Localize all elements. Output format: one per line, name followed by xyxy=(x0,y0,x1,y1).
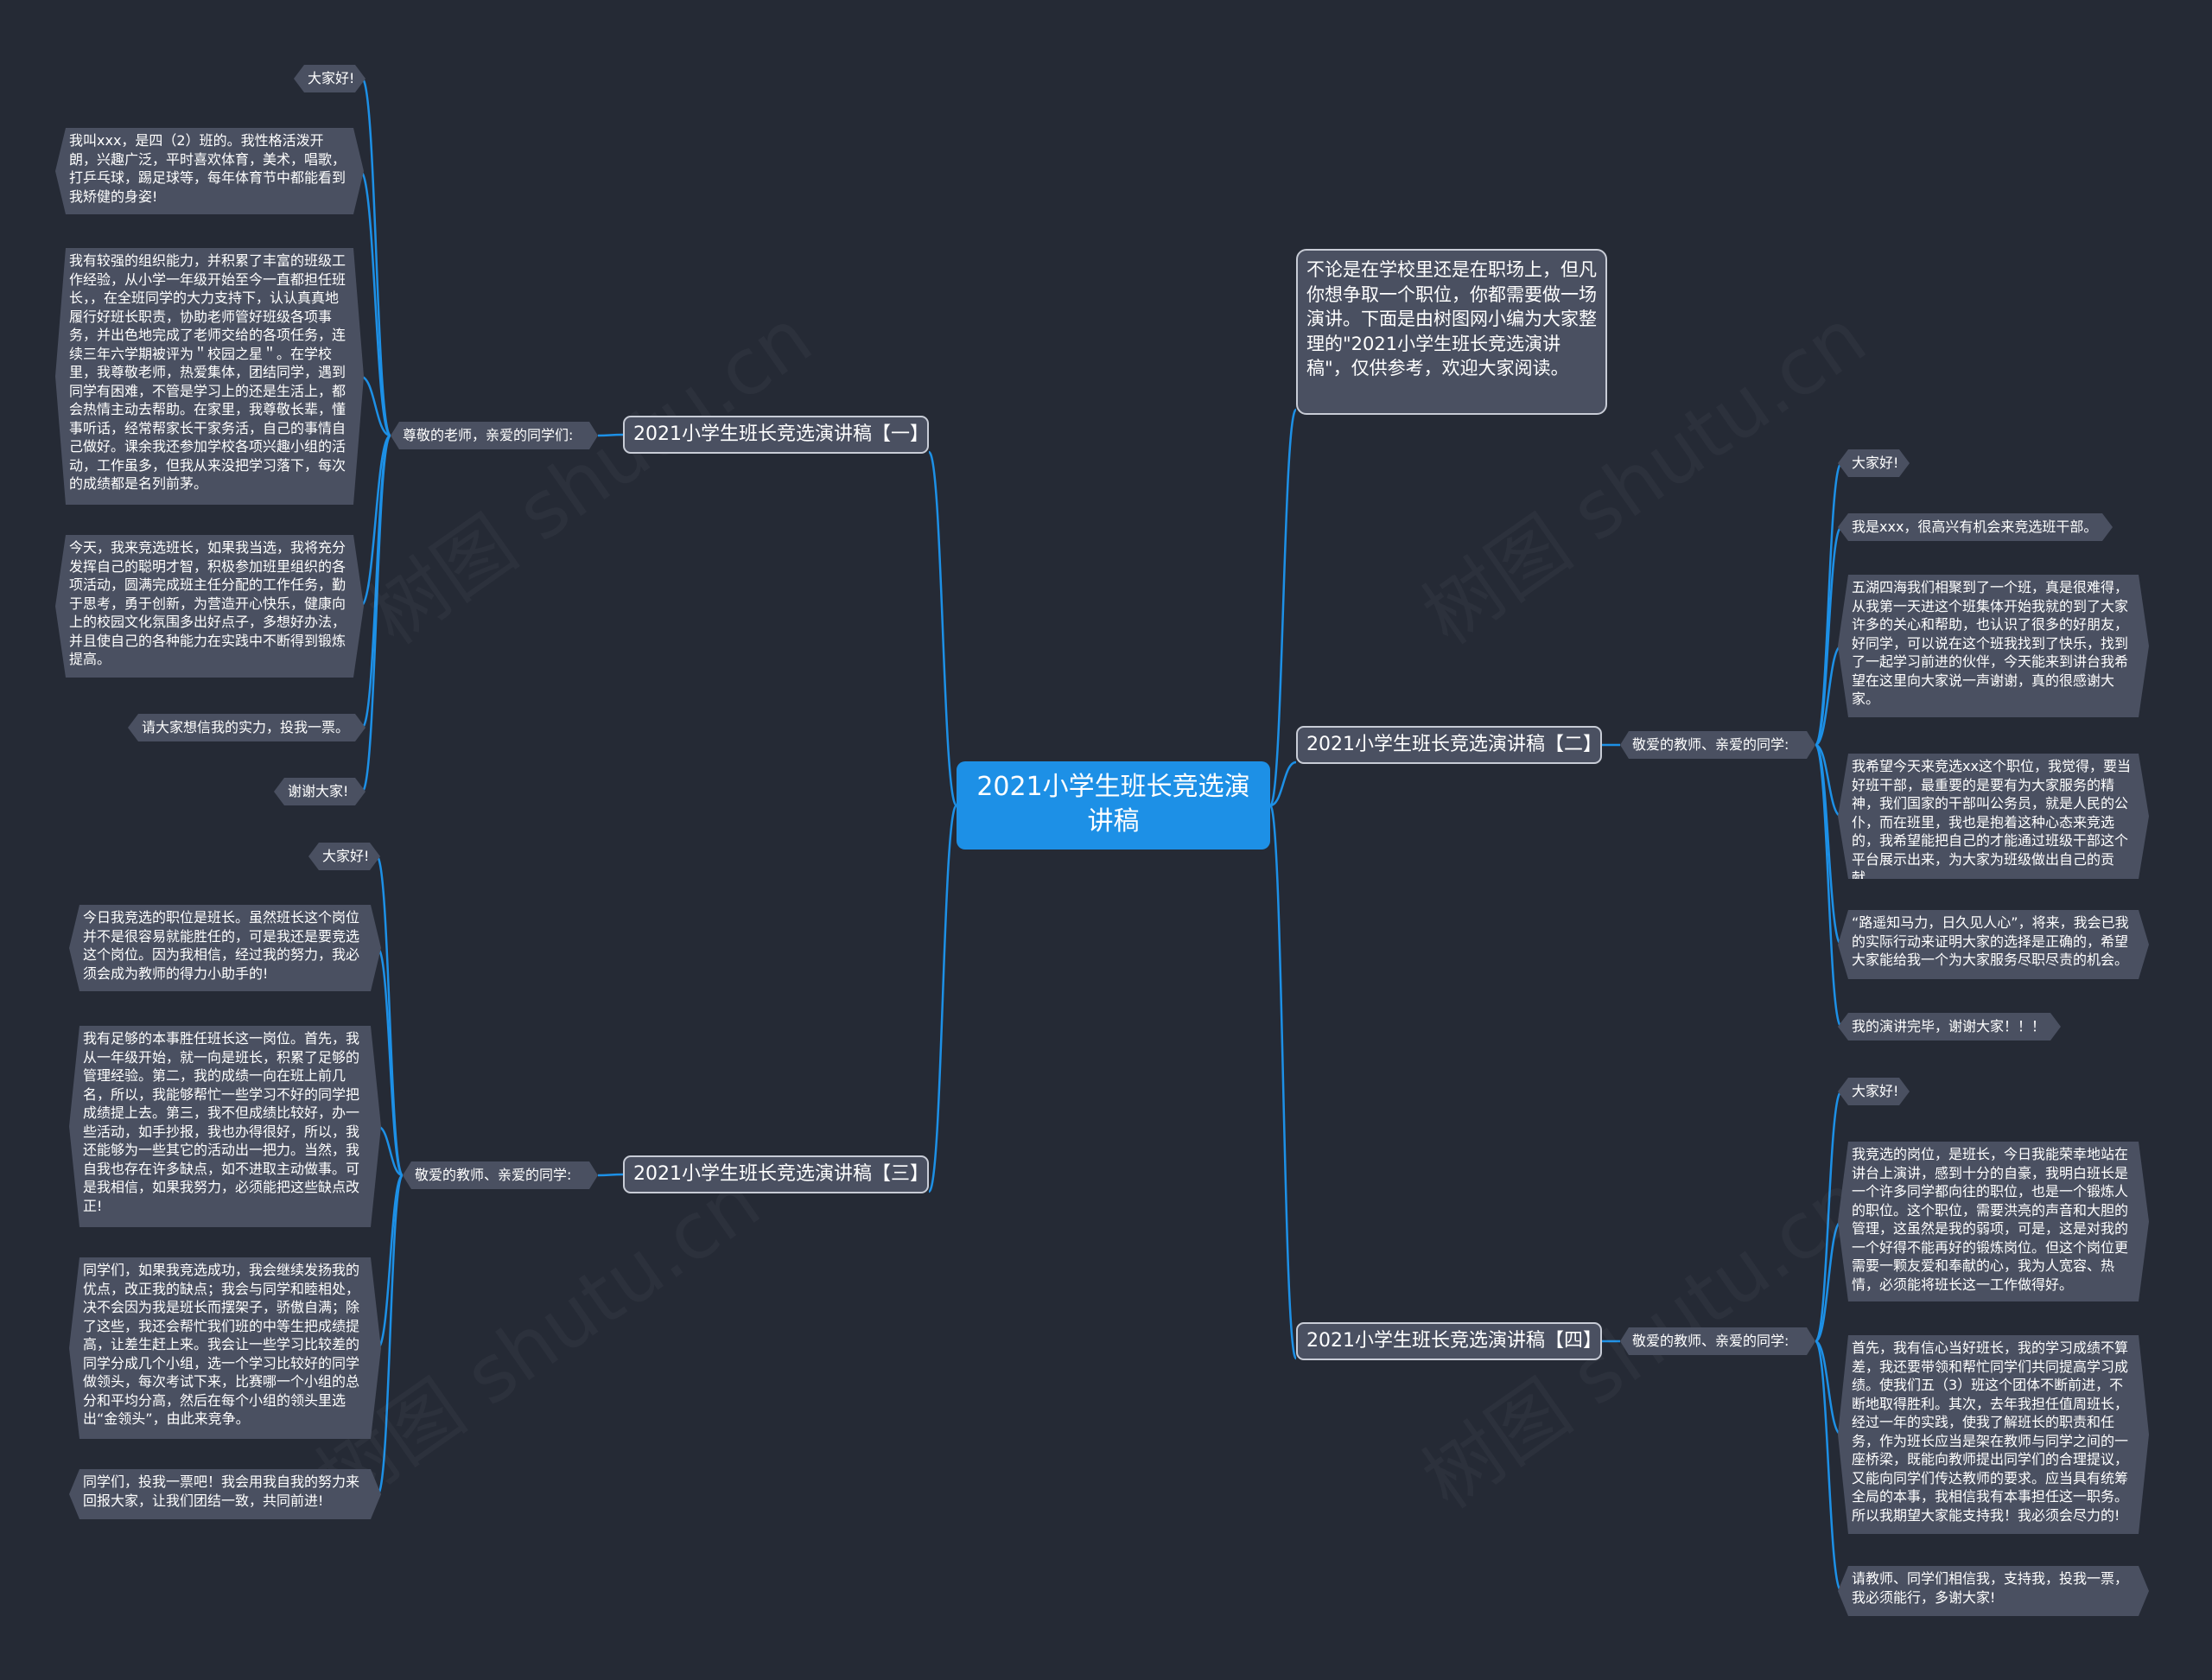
section-1-paragraph[interactable]: 大家好! xyxy=(294,65,365,92)
section-2-paragraph[interactable]: “路遥知马力，日久见人心”，将来，我会已我的实际行动来证明大家的选择是正确的，希… xyxy=(1838,910,2149,979)
connector-line xyxy=(1269,760,1297,807)
section-1-paragraph[interactable]: 请大家想信我的实力，投我一票。 xyxy=(128,714,365,741)
connector-line xyxy=(1814,1340,1843,1593)
connector-line xyxy=(376,946,404,1177)
section-2-paragraph[interactable]: 我的演讲完毕，谢谢大家！！！ xyxy=(1838,1013,2061,1040)
connector-line xyxy=(927,804,958,1193)
section-2-paragraph[interactable]: 五湖四海我们相聚到了一个班，真是很难得，从我第一天进这个班集体开始我就的到了大家… xyxy=(1838,575,2149,717)
connector-line xyxy=(359,375,391,437)
connector-line xyxy=(927,450,958,807)
connector-line xyxy=(376,1174,404,1350)
section-4-paragraph[interactable]: 我竞选的岗位，是班长，今日我能荣幸地站在讲台上演讲，感到十分的自豪，我明白班长是… xyxy=(1838,1142,2149,1301)
connector-line xyxy=(1815,1220,1842,1343)
section-4-paragraph[interactable]: 大家好! xyxy=(1838,1078,1910,1105)
section-2-paragraph[interactable]: 大家好! xyxy=(1838,449,1910,477)
section-4-title[interactable]: 2021小学生班长竞选演讲稿【四】 xyxy=(1296,1322,1602,1360)
connector-line xyxy=(1268,804,1298,1360)
connector-line xyxy=(360,77,392,437)
connector-line xyxy=(1815,743,1842,818)
connector-line xyxy=(597,433,624,437)
connector-line xyxy=(376,1174,404,1496)
section-4-paragraph[interactable]: 首先，我有信心当好班长，我的学习成绩不算差，我还要带领和帮忙同学们共同提高学习成… xyxy=(1838,1335,2149,1534)
connector-line xyxy=(359,434,391,608)
section-2-title[interactable]: 2021小学生班长竞选演讲稿【二】 xyxy=(1296,726,1602,764)
connector-line xyxy=(359,169,392,437)
section-3-paragraph[interactable]: 同学们，如果我竞选成功，我会继续发扬我的优点，改正我的缺点；我会与同学和睦相处，… xyxy=(69,1257,381,1439)
section-1-paragraph[interactable]: 我有较强的组织能力，并积累了丰富的班级工作经验，从小学一年级开始至今一直都担任班… xyxy=(55,248,364,505)
section-3-paragraph[interactable]: 大家好! xyxy=(308,843,380,870)
connector-line xyxy=(1815,1340,1842,1436)
connector-line xyxy=(1814,1090,1843,1343)
section-1-title[interactable]: 2021小学生班长竞选演讲稿【一】 xyxy=(623,416,929,454)
section-4-paragraph[interactable]: 请教师、同学们相信我，支持我，投我一票，我必须能行，多谢大家! xyxy=(1838,1566,2149,1616)
connector-line xyxy=(360,434,392,793)
connector-line xyxy=(1814,743,1843,1028)
section-4-greeting[interactable]: 敬爱的教师、亲爱的同学: xyxy=(1620,1327,1815,1355)
section-1-greeting[interactable]: 尊敬的老师，亲爱的同学们: xyxy=(391,422,598,449)
intro-note[interactable]: 不论是在学校里还是在职场上，但凡你想争取一个职位，你都需要做一场演讲。下面是由树… xyxy=(1296,249,1607,415)
connector-line xyxy=(1268,408,1298,807)
section-1-paragraph[interactable]: 今天，我来竞选班长，如果我当选，我将充分发挥自己的聪明才智，积极参加班里组织的各… xyxy=(55,535,364,678)
section-2-paragraph[interactable]: 我是xxx，很高兴有机会来竞选班干部。 xyxy=(1838,513,2113,541)
connector-line xyxy=(377,1125,404,1177)
section-3-title[interactable]: 2021小学生班长竞选演讲稿【三】 xyxy=(623,1155,929,1193)
section-3-paragraph[interactable]: 我有足够的本事胜任班长这一岗位。首先，我从一年级开始，就一向是班长，积累了足够的… xyxy=(69,1026,381,1227)
root-topic[interactable]: 2021小学生班长竞选演讲稿 xyxy=(957,761,1270,850)
section-3-greeting[interactable]: 敬爱的教师、亲爱的同学: xyxy=(403,1161,598,1189)
connector-line xyxy=(1814,525,1843,747)
section-2-paragraph[interactable]: 我希望今天来竞选xx这个职位，我觉得，要当好班干部，最重要的是要有为大家服务的精… xyxy=(1838,754,2149,879)
section-1-paragraph[interactable]: 我叫xxx，是四（2）班的。我性格活泼开朗，兴趣广泛，平时喜欢体育，美术，唱歌，… xyxy=(55,128,364,214)
section-3-paragraph[interactable]: 同学们，投我一票吧！我会用我自我的努力来回报大家，让我们团结一致，共同前进! xyxy=(69,1469,381,1519)
connector-line xyxy=(1815,645,1842,747)
section-2-greeting[interactable]: 敬爱的教师、亲爱的同学: xyxy=(1620,731,1815,759)
connector-line xyxy=(597,1173,624,1177)
section-1-paragraph[interactable]: 谢谢大家! xyxy=(274,778,365,805)
section-3-paragraph[interactable]: 今日我竞选的职位是班长。虽然班长这个岗位并不是很容易就能胜任的，可是我还是要竞选… xyxy=(69,905,381,991)
